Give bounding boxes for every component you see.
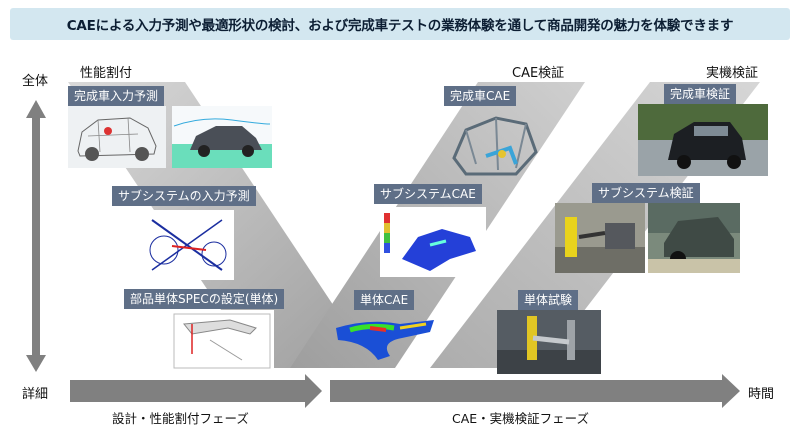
subsystem-test-image-2 <box>648 203 740 273</box>
phase-verify-label: CAE・実機検証フェーズ <box>452 411 590 426</box>
headline-banner: CAEによる入力予測や最適形状の検討、および完成車テストの業務体験を通して商品開… <box>10 8 790 40</box>
label-unit-cae: 単体CAE <box>354 290 415 310</box>
design-phase-arrow <box>70 374 322 408</box>
header-cae-verification: CAE検証 <box>512 66 565 81</box>
label-subsystem-input-prediction: サブシステムの入力予測 <box>112 186 256 206</box>
vehicle-cae-image <box>446 108 542 182</box>
phase-design-label: 設計・性能割付フェーズ <box>112 411 249 426</box>
label-unit-test: 単体試験 <box>518 290 579 310</box>
label-subsystem-test: サブシステム検証 <box>592 183 700 203</box>
vehicle-wireframe-image <box>68 106 166 168</box>
subsystem-prediction-image <box>142 210 234 280</box>
axis-bottom-label: 詳細 <box>22 387 49 402</box>
vehicle-airflow-image <box>172 106 272 168</box>
header-real-verification: 実機検証 <box>706 66 759 81</box>
label-vehicle-cae: 完成車CAE <box>444 86 517 106</box>
label-vehicle-input-prediction: 完成車入力予測 <box>68 86 165 106</box>
label-vehicle-test: 完成車検証 <box>664 84 737 104</box>
unit-test-image <box>497 310 601 374</box>
subsystem-test-image-1 <box>555 203 645 273</box>
header-perf-allocation: 性能割付 <box>80 66 133 81</box>
part-spec-image <box>170 310 274 372</box>
axis-top-label: 全体 <box>22 74 49 89</box>
label-part-spec-setting: 部品単体SPECの設定(単体) <box>124 289 285 309</box>
unit-cae-image <box>330 312 440 364</box>
label-subsystem-cae: サブシステムCAE <box>374 184 482 204</box>
subsystem-cae-image <box>380 207 486 277</box>
vehicle-test-image <box>638 104 768 176</box>
verify-phase-arrow <box>330 374 740 408</box>
vertical-axis-arrow <box>26 100 46 372</box>
axis-time-label: 時間 <box>748 387 775 402</box>
